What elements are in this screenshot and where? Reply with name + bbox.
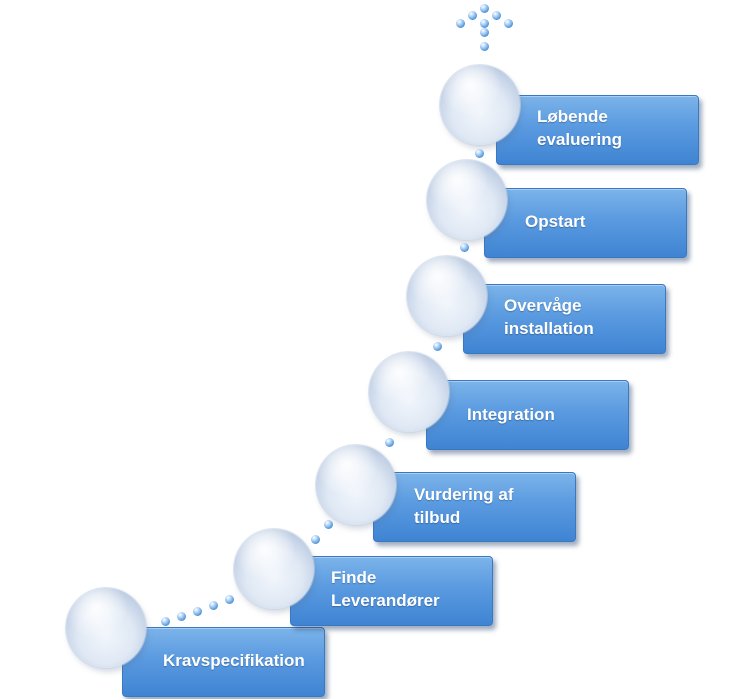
step-bubble-overvage-installation	[407, 256, 487, 336]
connector-dot	[161, 617, 170, 626]
step-box-finde-leverandorer	[290, 556, 493, 626]
step-label-overvage-installation: Overvåge installation	[504, 296, 594, 338]
connector-dot	[177, 612, 186, 621]
arrow-dot	[480, 42, 489, 51]
step-box-vurdering-af-tilbud	[373, 472, 576, 542]
connector-dot	[209, 601, 218, 610]
step-box-kravspecifikation	[122, 627, 325, 697]
arrow-dot	[504, 19, 513, 28]
step-label-lobende-evaluering: Løbende evaluering	[537, 107, 623, 149]
arrow-dot	[480, 4, 489, 13]
connector-dot	[460, 243, 469, 252]
step-bubble-lobende-evaluering	[440, 65, 520, 145]
arrow-dot	[480, 28, 489, 37]
connector-dot	[193, 607, 202, 616]
step-box-lobende-evaluering	[496, 95, 699, 165]
step-box-opstart	[484, 188, 687, 258]
connector-dot	[324, 520, 333, 529]
step-label-kravspecifikation: Kravspecifikation	[163, 651, 305, 670]
arrow-dot	[468, 11, 477, 20]
connector-dot	[475, 149, 484, 158]
arrow-dot	[480, 19, 489, 28]
step-bubble-finde-leverandorer	[234, 529, 314, 609]
step-box-overvage-installation	[463, 284, 666, 354]
connector-dot	[433, 342, 442, 351]
connector-dot	[311, 535, 320, 544]
step-label-vurdering-af-tilbud: Vurdering af tilbud	[414, 485, 514, 527]
arrow-dot	[492, 11, 501, 20]
step-bubble-kravspecifikation	[66, 588, 146, 668]
step-label-opstart: Opstart	[525, 212, 586, 231]
connector-dot	[225, 595, 234, 604]
step-box-integration	[426, 380, 629, 450]
step-label-finde-leverandorer: Finde Leverandører	[331, 568, 440, 610]
step-bubble-opstart	[427, 160, 507, 240]
connector-dot	[385, 438, 394, 447]
step-bubble-integration	[369, 352, 449, 432]
step-label-integration: Integration	[467, 405, 555, 424]
step-bubble-vurdering-af-tilbud	[316, 445, 396, 525]
arrow-dot	[456, 19, 465, 28]
